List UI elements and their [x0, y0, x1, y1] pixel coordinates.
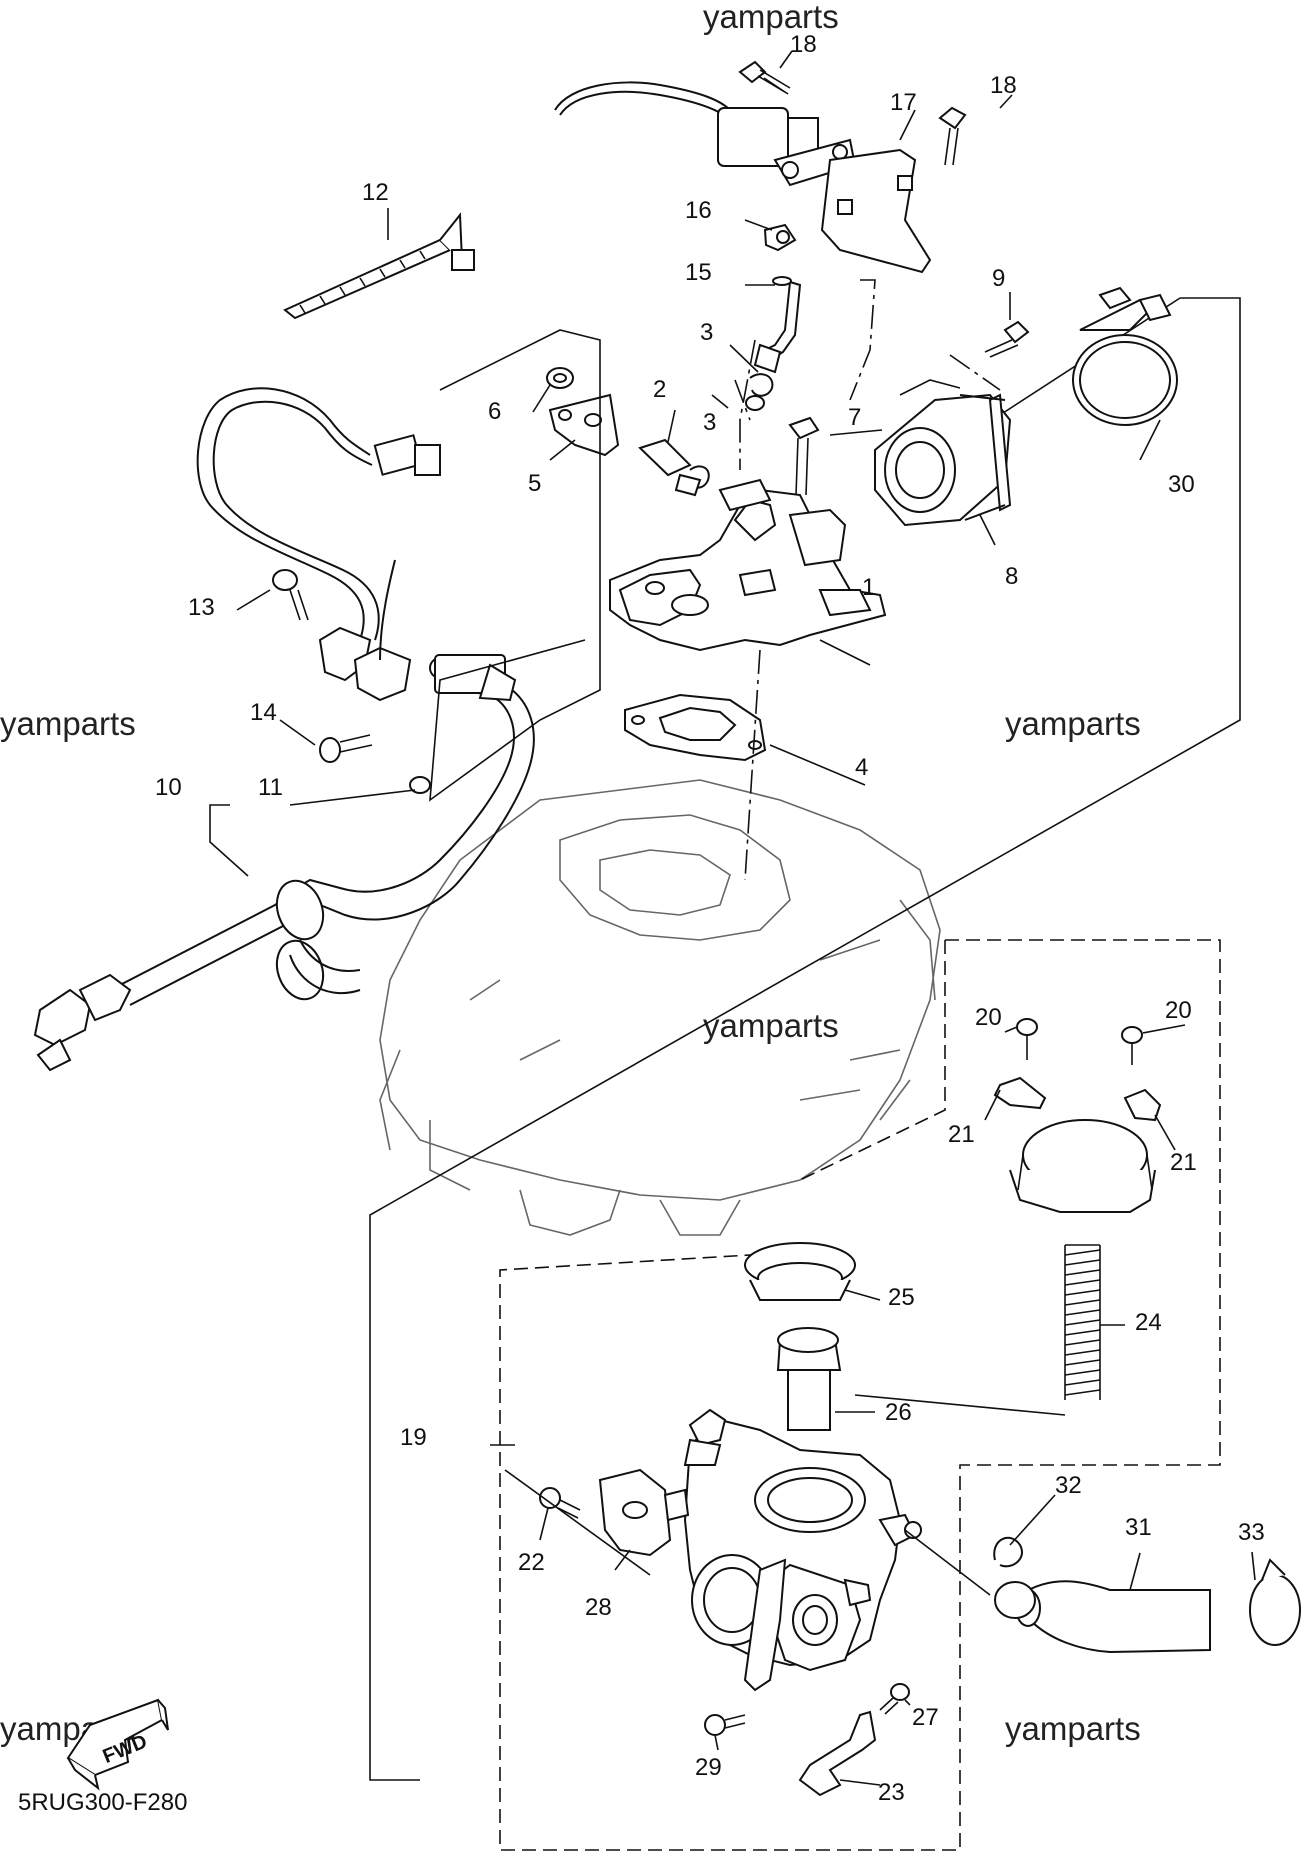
- part-label-7: 7: [848, 404, 861, 431]
- hose-clip-33: [1249, 1558, 1301, 1646]
- part-label-31: 31: [1125, 1514, 1152, 1541]
- part-label-8: 8: [1005, 563, 1018, 590]
- bracket-23: [798, 1710, 877, 1797]
- cable-tie-12: [283, 212, 475, 320]
- part-label-3: 3: [700, 319, 713, 346]
- piston-26: [776, 1327, 842, 1431]
- part-label-6: 6: [488, 398, 501, 425]
- part-label-19: 19: [400, 1424, 427, 1451]
- bracket-5: [548, 393, 620, 457]
- part-label-14: 14: [250, 699, 277, 726]
- clip-3b: [674, 465, 710, 497]
- part-label-20a: 20: [975, 1004, 1002, 1031]
- part-label-33: 33: [1238, 1519, 1265, 1546]
- axis-line: [849, 279, 876, 401]
- part-label-17: 17: [890, 89, 917, 116]
- part-label-20b: 20: [1165, 997, 1192, 1024]
- wire-harness: [196, 387, 476, 702]
- axis-line: [949, 354, 1001, 391]
- part-label-26: 26: [885, 1399, 912, 1426]
- part-label-29: 29: [695, 1754, 722, 1781]
- part-label-15: 15: [685, 259, 712, 286]
- bolt-18a: [738, 60, 791, 95]
- clip-3a: [745, 373, 774, 411]
- clamp-30: [1072, 286, 1178, 426]
- part-label-22: 22: [518, 1549, 545, 1576]
- bolt-13: [272, 569, 309, 621]
- part-label-9: 9: [992, 265, 1005, 292]
- grommet-6: [546, 367, 574, 389]
- hose-31: [1015, 1580, 1211, 1654]
- axis-line: [734, 339, 756, 470]
- bolt-9: [984, 320, 1030, 358]
- intake-manifold-1: [609, 478, 887, 652]
- part-label-5: 5: [528, 470, 541, 497]
- screw-22: [539, 1487, 581, 1519]
- part-label-13: 13: [188, 594, 215, 621]
- screw-29: [704, 1714, 746, 1736]
- part-label-12: 12: [362, 179, 389, 206]
- part-label-11: 11: [258, 774, 283, 801]
- screw-27: [879, 1683, 910, 1715]
- throttle-body-box: [499, 939, 1221, 1851]
- engine-outline: [379, 779, 941, 1236]
- part-label-25: 25: [888, 1284, 915, 1311]
- screw-20a: [1016, 1018, 1038, 1060]
- joint-8: [874, 379, 1012, 527]
- part-label-30: 30: [1168, 471, 1195, 498]
- part-label-21b: 21: [1170, 1149, 1197, 1176]
- diagram-code: 5RUG300-F280: [18, 1789, 187, 1816]
- part-label-23: 23: [878, 1779, 905, 1806]
- part-label-24: 24: [1135, 1309, 1162, 1336]
- part-label-18a: 18: [790, 31, 817, 58]
- part-label-3b: 3: [703, 409, 716, 436]
- part-label-18b: 18: [990, 72, 1017, 99]
- throttle-position-sensor-28: [598, 1468, 690, 1557]
- watermark: yamparts: [703, 0, 839, 35]
- bolt-7: [788, 416, 820, 496]
- clip-21a: [993, 1076, 1047, 1110]
- throttle-linkage: [743, 1558, 872, 1692]
- part-label-10: 10: [155, 774, 182, 801]
- leader-lines: [209, 50, 1256, 1786]
- fwd-arrow-icon: FWD: [66, 1698, 169, 1791]
- insulator-bracket-line: [429, 329, 601, 802]
- part-label-1: 1: [862, 574, 875, 601]
- diaphragm-25: [744, 1242, 856, 1301]
- part-label-21a: 21: [948, 1121, 975, 1148]
- spring-24: [1064, 1244, 1101, 1400]
- group-bracket-line: [369, 297, 1241, 1781]
- axis-line: [744, 649, 761, 881]
- part-label-16: 16: [685, 197, 712, 224]
- watermark: yamparts: [0, 705, 136, 742]
- clip-21b: [1123, 1088, 1162, 1122]
- watermark: yamparts: [703, 1007, 839, 1044]
- hose-clip-32: [993, 1536, 1036, 1619]
- cap: [1009, 1119, 1156, 1213]
- part-label-27: 27: [912, 1704, 939, 1731]
- part-label-2: 2: [653, 376, 666, 403]
- watermark: yamparts: [1005, 705, 1141, 742]
- bolt-14: [319, 734, 373, 763]
- part-label-32: 32: [1055, 1472, 1082, 1499]
- part-labels: 1 2 3 3 4 5 6 7 8 9 10 11 12 13 14 15 16…: [155, 31, 1265, 1806]
- gasket-4: [624, 693, 767, 762]
- o-ring-11: [409, 776, 431, 794]
- hose-clamp-16: [763, 223, 797, 252]
- hose-10: [33, 654, 535, 1072]
- part-label-28: 28: [585, 1594, 612, 1621]
- throttle-body-box: [799, 940, 946, 1181]
- sleeve-2: [638, 438, 692, 477]
- sensor-assembly: [554, 81, 932, 274]
- hose-15: [753, 276, 802, 374]
- part-label-4: 4: [855, 754, 868, 781]
- watermark: yamparts: [1005, 1710, 1141, 1747]
- screw-20b: [1121, 1026, 1143, 1065]
- bolt-18b: [938, 106, 967, 166]
